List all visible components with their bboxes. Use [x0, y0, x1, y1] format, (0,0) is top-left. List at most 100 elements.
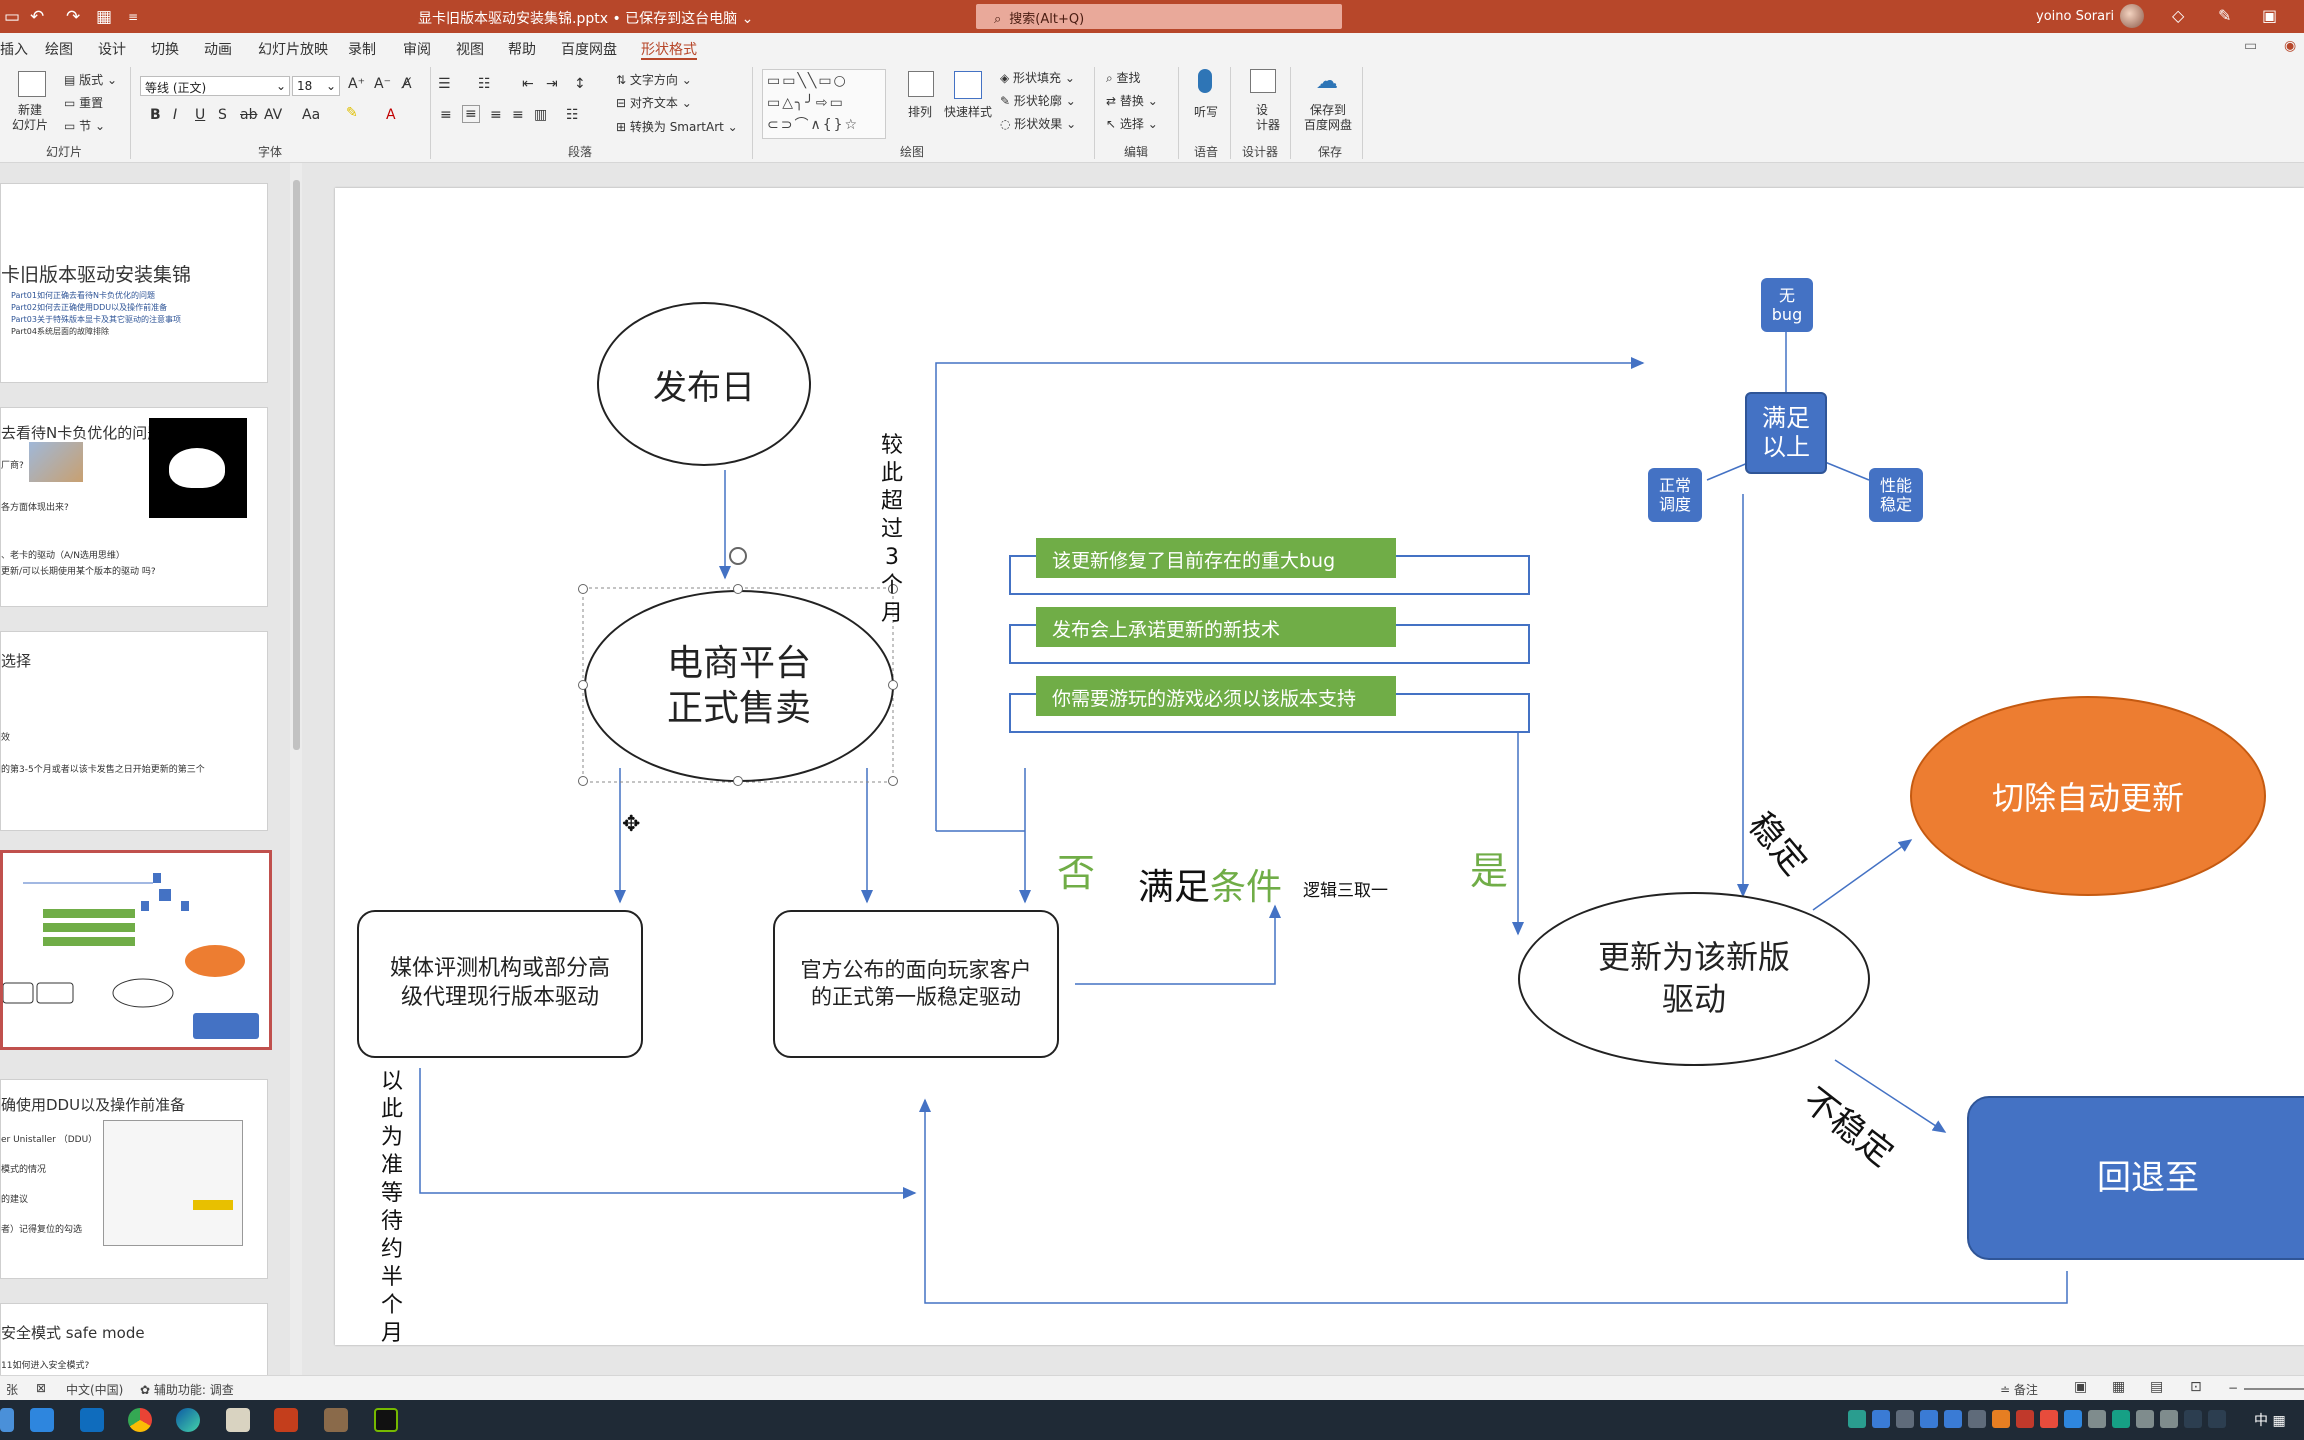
slide-thumbnail-4-selected[interactable]	[0, 850, 272, 1050]
resize-handle[interactable]	[888, 680, 898, 690]
justify-icon[interactable]: ≡	[512, 107, 524, 123]
section-button[interactable]: ▭ 节 ⌄	[64, 119, 106, 133]
reset-button[interactable]: ▭ 重置	[64, 94, 103, 111]
avatar[interactable]	[2120, 4, 2144, 28]
resize-handle[interactable]	[578, 776, 588, 786]
find-button[interactable]: ⌕ 查找	[1106, 69, 1141, 86]
reading-view-icon[interactable]: ▤	[2150, 1379, 2164, 1395]
notes-button[interactable]: ≐ 备注	[2000, 1381, 2038, 1398]
store-icon[interactable]	[30, 1408, 54, 1432]
strikethrough-icon[interactable]: ab	[240, 107, 258, 123]
quick-styles-icon[interactable]	[954, 71, 982, 99]
col-settings-icon[interactable]: ☷	[566, 107, 579, 123]
wait-text[interactable]: 以此为准等待约半个月	[380, 1069, 403, 1345]
condition-1[interactable]: 该更新修复了目前存在的重大bug	[1036, 538, 1396, 578]
tray-icon[interactable]	[1896, 1410, 1914, 1428]
official-release-box[interactable]: 官方公布的面向玩家客户的正式第一版稳定驱动	[773, 910, 1059, 1058]
disable-auto-update-ellipse[interactable]: 切除自动更新	[1910, 696, 2266, 896]
tab-slideshow[interactable]: 幻灯片放映	[258, 42, 328, 58]
rollback-box[interactable]: 回退至	[1967, 1096, 2304, 1260]
tab-draw[interactable]: 绘图	[45, 42, 73, 58]
media-review-box[interactable]: 媒体评测机构或部分高级代理现行版本驱动	[357, 910, 643, 1058]
normal-schedule-box[interactable]: 正常 调度	[1648, 468, 1702, 522]
text-direction-button[interactable]: ⇅ 文字方向 ⌄	[616, 73, 692, 87]
microphone-icon[interactable]	[1198, 69, 1212, 93]
smartart-button[interactable]: ⊞ 转换为 SmartArt ⌄	[616, 120, 738, 134]
redo-icon[interactable]: ↷	[66, 7, 81, 27]
layout-button[interactable]: ▤ 版式 ⌄	[64, 73, 118, 87]
tray-icon[interactable]	[2064, 1410, 2082, 1428]
speaker-icon[interactable]	[2160, 1410, 2178, 1428]
numbering-icon[interactable]: ☷	[478, 76, 491, 92]
char-spacing-icon[interactable]: AV	[264, 107, 283, 123]
condition-3[interactable]: 你需要游玩的游戏必须以该版本支持	[1036, 676, 1396, 716]
search-input[interactable]: ⌕搜索(Alt+Q)	[976, 4, 1342, 29]
tab-record[interactable]: 录制	[348, 42, 376, 58]
tray-icon[interactable]	[1968, 1410, 1986, 1428]
stable-perf-box[interactable]: 性能 稳定	[1869, 468, 1923, 522]
release-day-ellipse[interactable]: 发布日	[597, 302, 811, 466]
tray-icon[interactable]	[1944, 1410, 1962, 1428]
accessibility-status[interactable]: ✿ 辅助功能: 调查	[140, 1381, 234, 1398]
tab-insert[interactable]: 插入	[0, 42, 28, 58]
tab-view[interactable]: 视图	[456, 42, 484, 58]
align-text-button[interactable]: ⊟ 对齐文本 ⌄	[616, 96, 692, 110]
font-color-icon[interactable]: A	[386, 107, 396, 123]
baidu-cloud-icon[interactable]: ☁	[1316, 69, 1338, 94]
shape-effects-button[interactable]: ◌ 形状效果 ⌄	[1000, 117, 1077, 131]
user-name[interactable]: yoino Sorari	[2036, 9, 2115, 24]
no-bug-box[interactable]: 无 bug	[1761, 278, 1813, 332]
resize-handle[interactable]	[578, 584, 588, 594]
language-status[interactable]: 中文(中国)	[66, 1383, 124, 1397]
columns-icon[interactable]: ▥	[534, 107, 548, 123]
shape-fill-button[interactable]: ◈ 形状填充 ⌄	[1000, 71, 1075, 85]
resize-handle[interactable]	[733, 776, 743, 786]
app-icon[interactable]	[226, 1408, 250, 1432]
pen-icon[interactable]: ✎	[2218, 6, 2232, 25]
increase-indent-icon[interactable]: ⇥	[546, 76, 558, 92]
powerpoint-icon[interactable]	[274, 1408, 298, 1432]
diamond-icon[interactable]: ◇	[2172, 6, 2185, 25]
tray-icon[interactable]	[2016, 1410, 2034, 1428]
tray-icon[interactable]	[1920, 1410, 1938, 1428]
zoom-out-icon[interactable]: −	[2228, 1381, 2239, 1395]
thumbnail-scroll-thumb[interactable]	[293, 180, 300, 750]
shadow-icon[interactable]: S	[218, 107, 227, 123]
align-center-icon[interactable]: ≡	[462, 105, 480, 123]
shrink-font-icon[interactable]: A⁻	[374, 76, 391, 92]
zoom-slider[interactable]	[2244, 1388, 2304, 1390]
edge-icon[interactable]	[176, 1408, 200, 1432]
tray-icon[interactable]	[2136, 1410, 2154, 1428]
new-slide-button[interactable]: 新建 幻灯片	[12, 103, 49, 132]
tab-review[interactable]: 审阅	[403, 42, 431, 58]
font-size-select[interactable]: 18⌄	[292, 76, 340, 96]
decrease-indent-icon[interactable]: ⇤	[522, 76, 534, 92]
meet-conditions-label[interactable]: 满足条件	[1138, 858, 1282, 910]
font-name-select[interactable]: 等线 (正文)⌄	[140, 76, 290, 96]
clear-format-icon[interactable]: A̸	[402, 76, 412, 92]
record-icon[interactable]: ◉	[2284, 38, 2297, 54]
align-right-icon[interactable]: ≡	[490, 107, 502, 123]
undo-icon[interactable]: ↶	[30, 7, 45, 27]
tray-icon[interactable]	[2040, 1410, 2058, 1428]
align-left-icon[interactable]: ≡	[440, 107, 452, 123]
slide-thumbnail-2[interactable]: 去看待N卡负优化的问题 厂商? 各方面体现出来? 、老卡的驱动（A/N选用思维）…	[0, 407, 268, 607]
tray-icon[interactable]	[2088, 1410, 2106, 1428]
designer-icon[interactable]	[1250, 69, 1276, 93]
no-label[interactable]: 否	[1057, 851, 1096, 895]
arrange-icon[interactable]	[908, 71, 934, 97]
shape-outline-button[interactable]: ✎ 形状轮廓 ⌄	[1000, 94, 1076, 108]
network-icon[interactable]	[2184, 1410, 2202, 1428]
pick-one-label[interactable]: 逻辑三取一	[1303, 881, 1388, 901]
mail-icon[interactable]	[80, 1408, 104, 1432]
new-slide-icon[interactable]	[18, 71, 46, 97]
grow-font-icon[interactable]: A⁺	[348, 76, 365, 92]
tab-design[interactable]: 设计	[98, 42, 126, 58]
resize-handle[interactable]	[733, 584, 743, 594]
slide-thumbnail-3[interactable]: 选择 效 的第3-5个月或者以该卡发售之日开始更新的第三个	[0, 631, 268, 831]
shapes-gallery[interactable]: ▭▭╲╲▭○▭△╮╯⇨▭⊂⊃⌒∧{}☆	[762, 69, 886, 139]
quick-styles-button[interactable]: 快速样式	[944, 105, 993, 119]
slideshow-icon[interactable]: ⊡	[2190, 1379, 2202, 1395]
resize-handle[interactable]	[888, 776, 898, 786]
